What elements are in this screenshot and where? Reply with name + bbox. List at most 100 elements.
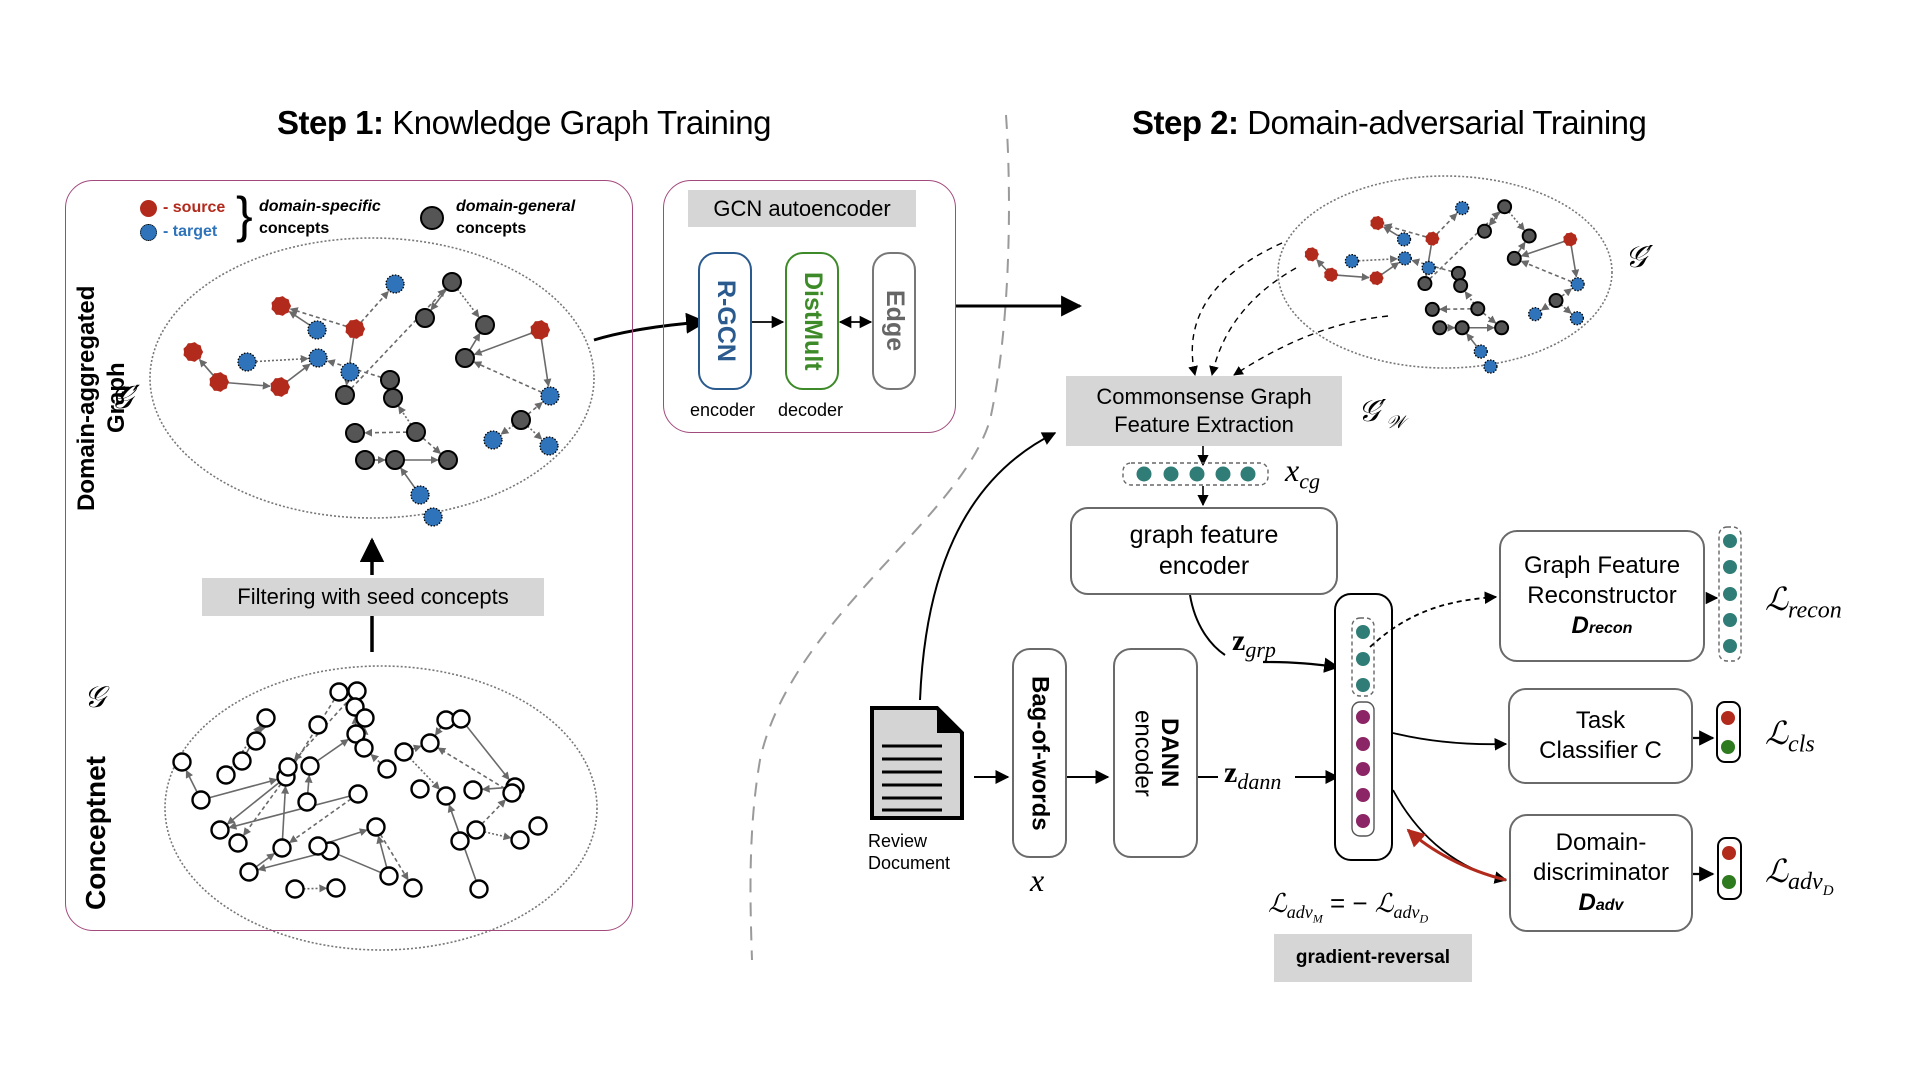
concept-node [463, 780, 483, 800]
general-node [455, 348, 475, 368]
source-node-icon [140, 199, 157, 217]
graph-feature-element [1356, 678, 1370, 692]
rgcn-label: R-GCN [711, 280, 740, 362]
graph-edge [527, 401, 543, 415]
general-node [1450, 265, 1466, 281]
step2-graph-ellipse [1277, 175, 1613, 369]
target-node [483, 430, 503, 450]
aggregated-graph [183, 272, 560, 527]
general-node [355, 450, 375, 470]
graph-edge [1316, 259, 1328, 271]
general-node [511, 410, 531, 430]
general-node [385, 450, 405, 470]
graph-edge [1520, 260, 1572, 283]
target-node [385, 274, 405, 294]
graph-edge [316, 738, 349, 762]
target-node [539, 436, 559, 456]
graph-edge [527, 425, 543, 440]
general-node [1521, 228, 1537, 244]
dann-feature-element [1356, 814, 1370, 828]
concept-node [436, 786, 456, 806]
concept-node [239, 862, 259, 882]
target-node [1570, 277, 1585, 292]
graph-edge [1466, 333, 1478, 347]
concept-node [469, 879, 489, 899]
general-node [1454, 320, 1470, 336]
target-node [1397, 251, 1412, 266]
graph-edge [242, 783, 282, 836]
step1-panel [65, 180, 633, 931]
concept-node [272, 838, 292, 858]
dann-feature-subvector [1351, 701, 1375, 837]
legend-source: - source [163, 199, 226, 216]
bag-of-words-block: Bag-of-words [1012, 648, 1067, 858]
concept-node [510, 830, 530, 850]
concept-node [232, 751, 252, 771]
concept-node [210, 820, 230, 840]
graph-edge [1517, 241, 1526, 254]
legend: - source - target [140, 196, 225, 244]
graph-edge [484, 831, 512, 841]
source-node [1370, 215, 1385, 231]
graph-edge [540, 338, 552, 387]
general-node [1432, 320, 1448, 336]
graph-edge [1337, 273, 1370, 282]
graph-edge [198, 358, 214, 376]
agg-to-gcn-arrow [593, 312, 708, 342]
document-icon [870, 706, 964, 820]
general-node-icon [420, 206, 444, 230]
zdann-label: zdann [1224, 756, 1282, 794]
general-node [415, 308, 435, 328]
graph-edge [1508, 211, 1525, 231]
general-node [1548, 293, 1564, 309]
target-node [340, 362, 360, 382]
target-node [410, 485, 430, 505]
graph-edge [1570, 245, 1580, 278]
loss-adv-d: ℒadvD [1765, 852, 1834, 900]
general-node [438, 450, 458, 470]
target-node [308, 348, 328, 368]
graph-edge [325, 828, 368, 845]
encoder-caption: encoder [690, 400, 756, 420]
aggregated-graph-ellipse [149, 237, 595, 519]
graph-feature-element [1356, 652, 1370, 666]
concept-node [346, 724, 366, 744]
concept-node [348, 784, 368, 804]
gcn-title: GCN autoencoder [688, 190, 916, 227]
target-node [1473, 344, 1488, 359]
graph-edge [473, 361, 543, 394]
source-node [1563, 232, 1578, 247]
concat-vector-column [1334, 593, 1393, 861]
step2-graph [1304, 199, 1585, 374]
output-class [1722, 875, 1736, 889]
legend-general: domain-general concepts [456, 198, 576, 237]
concept-node [355, 708, 375, 728]
source-node [183, 342, 204, 362]
concept-node [379, 866, 399, 886]
source-node [1324, 267, 1339, 282]
graph-edge [1381, 262, 1400, 276]
general-node [1424, 301, 1440, 317]
concept-node [366, 817, 386, 837]
graph-edge [481, 799, 506, 825]
legend-brace: } [236, 187, 253, 243]
graph-edge [409, 757, 441, 790]
graph-edge [1560, 304, 1572, 315]
graph-edge [400, 467, 416, 489]
graph-edge [1436, 212, 1458, 235]
decoder-caption: decoder [778, 400, 844, 420]
xcg-element [1136, 466, 1152, 482]
dann-feature-element [1356, 737, 1370, 751]
graph-edge [1429, 211, 1500, 280]
gw-symbol: 𝒢′𝒲 [1358, 394, 1406, 433]
graph-edge [304, 774, 313, 794]
xcg-element [1189, 466, 1205, 482]
graph-edge [456, 288, 480, 318]
graph-feature-element [1356, 625, 1370, 639]
dann-feature-element [1356, 788, 1370, 802]
graph-edge [226, 781, 280, 825]
xcg-element [1240, 466, 1256, 482]
zgrp-label: zgrp [1232, 624, 1276, 662]
graph-edge [1540, 302, 1551, 311]
